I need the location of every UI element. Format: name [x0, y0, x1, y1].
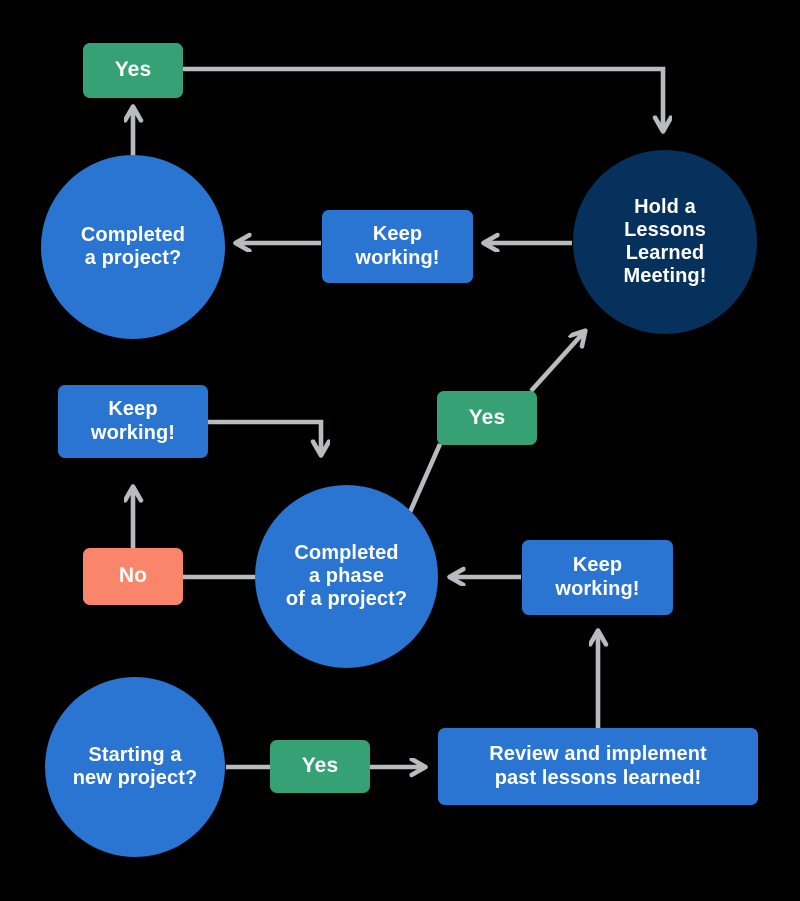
node-label: Yes [114, 58, 152, 82]
node-label: Yes [468, 405, 506, 429]
edge-phase-to-yes-mid [407, 443, 443, 513]
node-yes-top[interactable]: Yes [83, 43, 183, 98]
node-no-middle[interactable]: No [83, 548, 183, 605]
edge-yes-mid-to-lessons [529, 331, 585, 393]
node-yes-bottom[interactable]: Yes [270, 740, 370, 793]
node-label: No [118, 564, 148, 588]
edge-keep-left-to-phase [208, 419, 321, 455]
node-yes-middle[interactable]: Yes [437, 391, 537, 445]
edge-yes-top-to-lessons [183, 66, 663, 131]
node-label: Yes [301, 754, 339, 778]
